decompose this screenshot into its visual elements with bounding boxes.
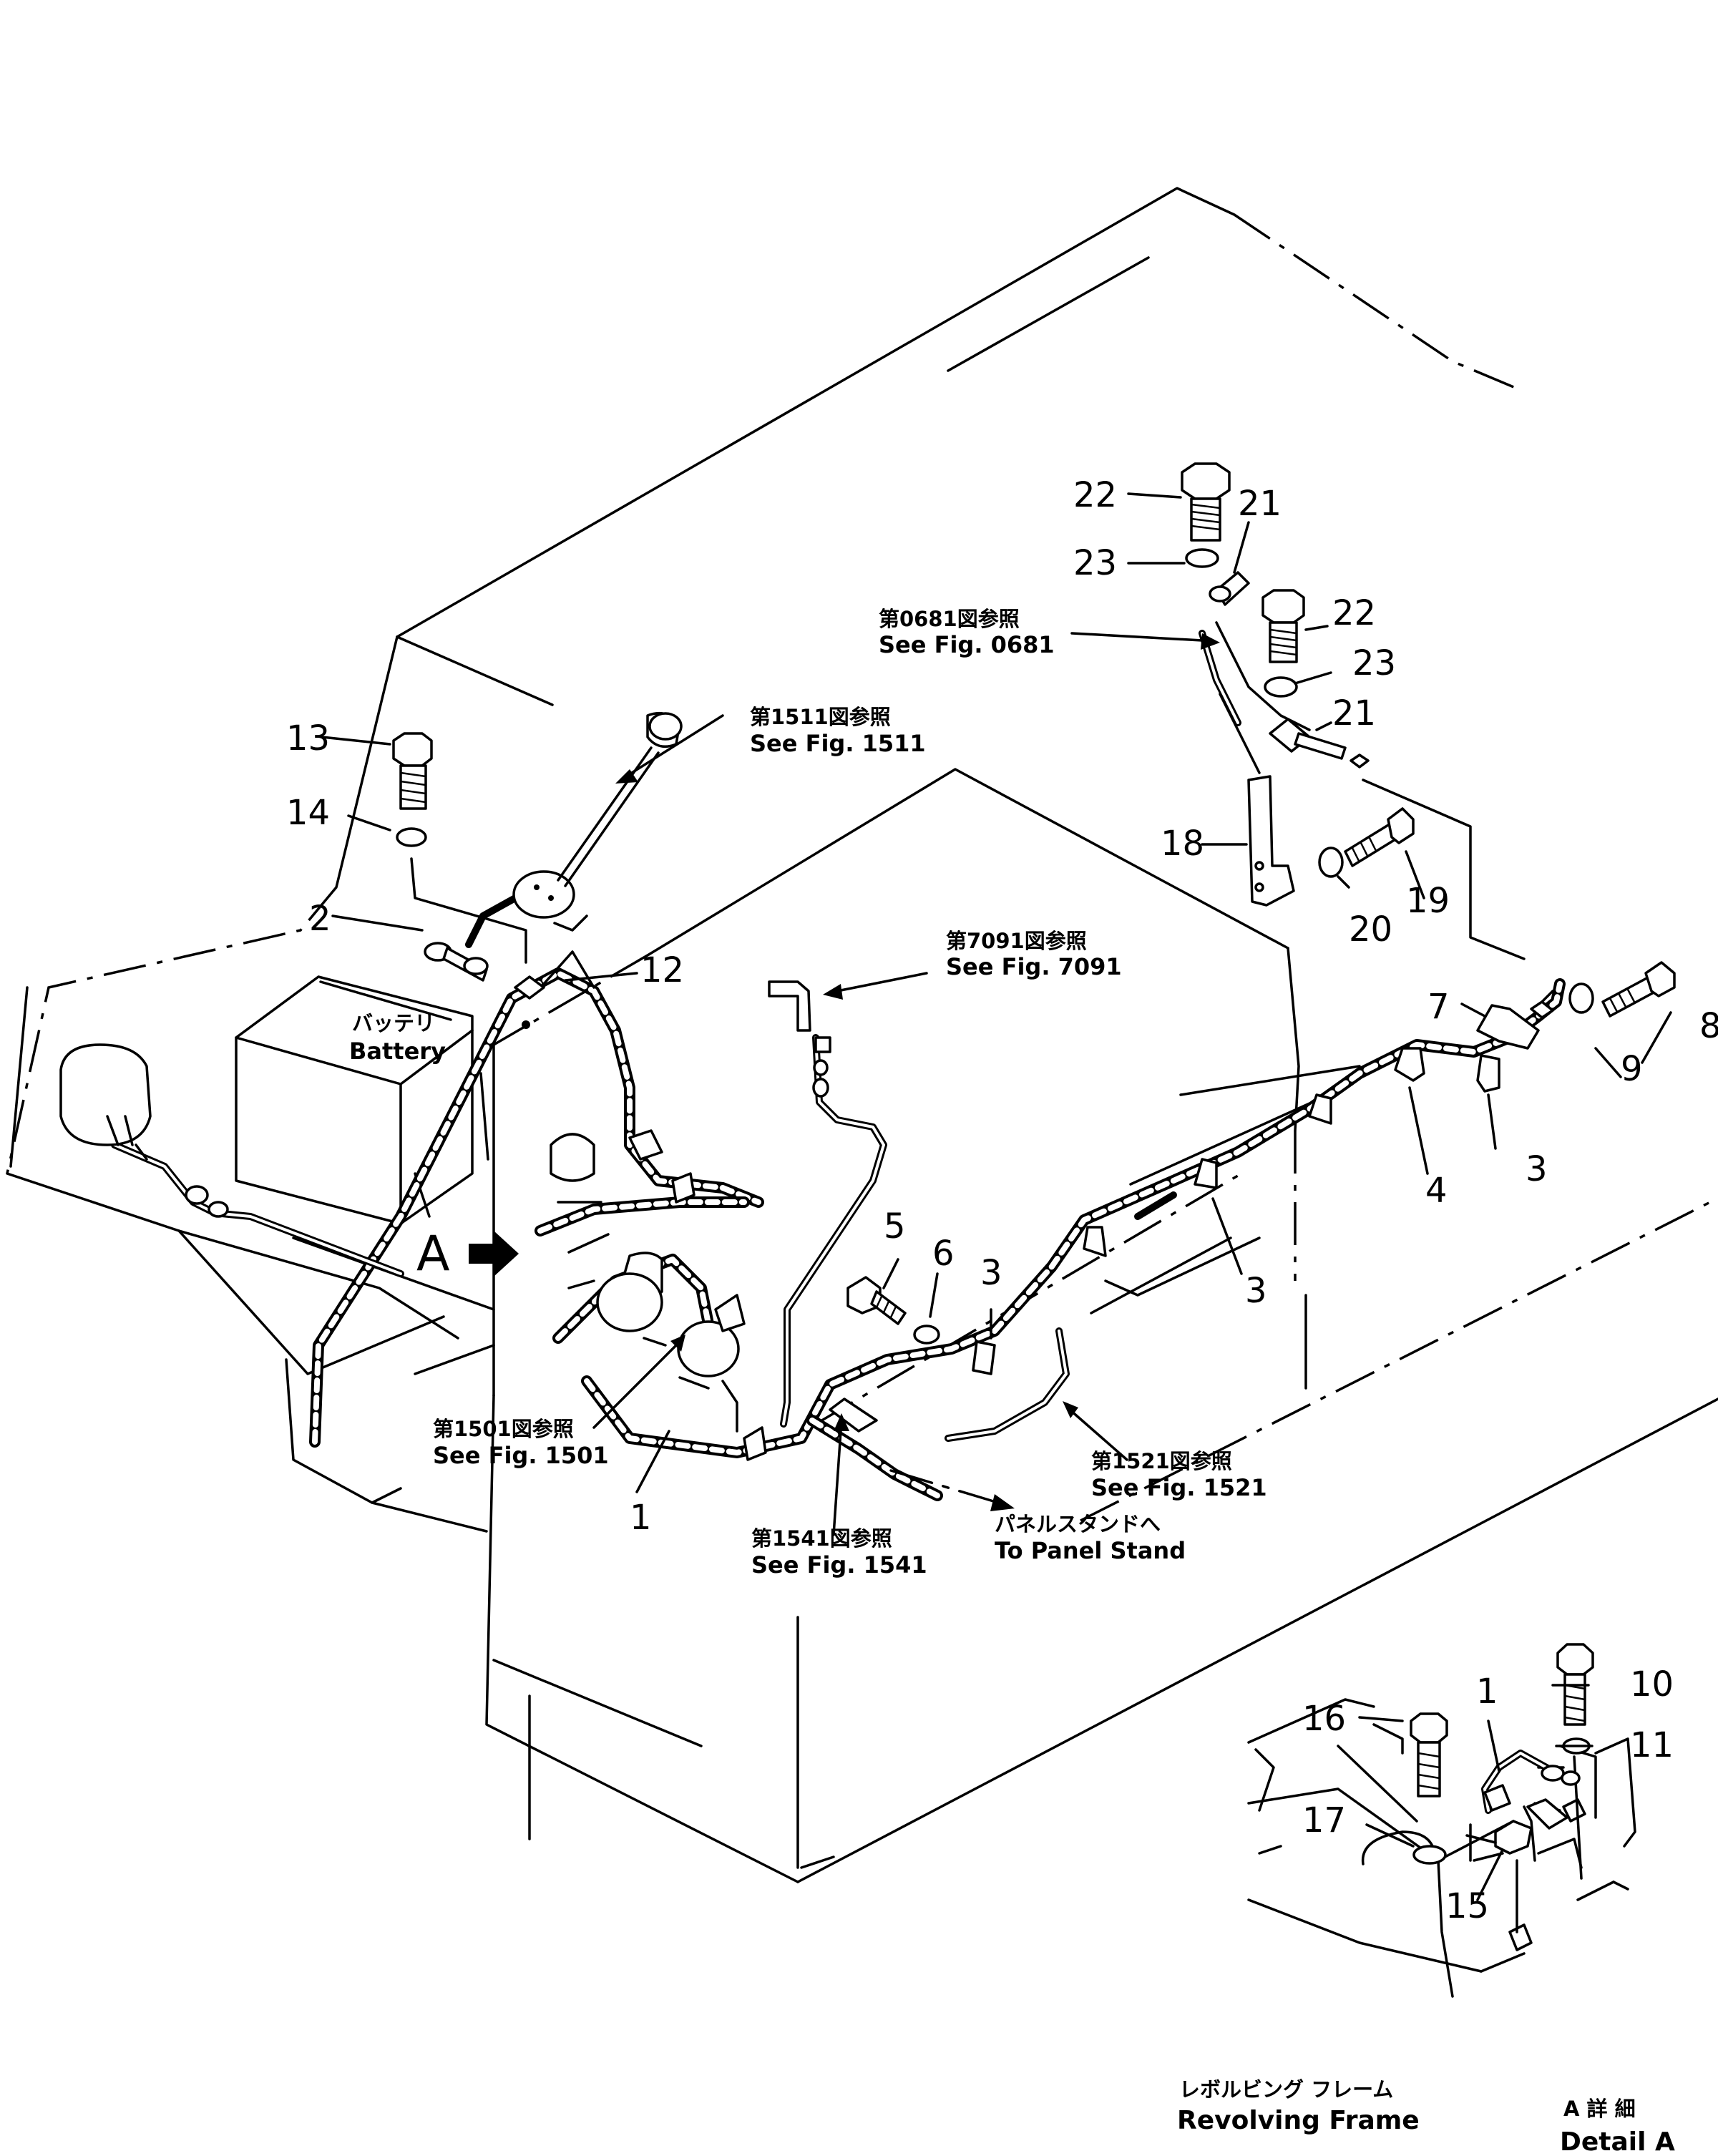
- leader-lines: [321, 492, 1672, 1901]
- bracket-18: [1247, 775, 1295, 907]
- ref-1521-jp: 第1521図参照: [1091, 1449, 1232, 1473]
- machine-body-outline: [6, 187, 1718, 1883]
- component-labels: バッテリ Battery パネルスタンドへ To Panel Stand レボル…: [349, 1011, 1675, 2156]
- terminal-21-second: [1269, 718, 1370, 769]
- bolt-13: [392, 732, 433, 810]
- ref-1511-en: See Fig. 1511: [750, 730, 926, 757]
- callout-20: 20: [1349, 909, 1392, 950]
- bolt-5: [846, 1276, 907, 1325]
- callout-16: 16: [1302, 1699, 1346, 1739]
- ref-1501-en: See Fig. 1501: [433, 1442, 609, 1469]
- callout-numbers: 22 23 21 22 23 21 18 19 20 7 8 9 3 4 3 3…: [286, 475, 1718, 1926]
- washer-20: [1318, 847, 1344, 878]
- fuel-sensor: [512, 711, 683, 932]
- callout-23-top: 23: [1073, 543, 1117, 583]
- washer-9: [1568, 982, 1594, 1014]
- callout-1-detail: 1: [1476, 1672, 1498, 1712]
- washer-6: [913, 1325, 940, 1345]
- callout-21-top: 21: [1238, 484, 1282, 524]
- bolt-8: [1601, 961, 1676, 1018]
- washer-23-top: [1185, 548, 1219, 568]
- callout-3-right: 3: [1526, 1149, 1548, 1189]
- terminal-2: [424, 942, 489, 982]
- callout-21-second: 21: [1332, 693, 1376, 733]
- callout-13: 13: [286, 718, 330, 758]
- ref-7091-en: See Fig. 7091: [946, 953, 1122, 980]
- callout-9: 9: [1621, 1049, 1643, 1089]
- figure-references: 第0681図参照 See Fig. 0681 第1511図参照 See Fig.…: [433, 607, 1267, 1579]
- panel-stand-label-jp: パネルスタンドへ: [995, 1512, 1161, 1536]
- callout-3-mid: 3: [1245, 1271, 1267, 1311]
- callout-5: 5: [884, 1206, 906, 1247]
- revolving-frame-label-jp: レボルビング フレーム: [1179, 2077, 1393, 2102]
- battery-label-jp: バッテリ: [352, 1011, 435, 1035]
- bracket-7: [1476, 1004, 1540, 1050]
- revolving-frame-label-en: Revolving Frame: [1177, 2106, 1420, 2135]
- ref-7091-jp: 第7091図参照: [946, 929, 1087, 953]
- callout-22-second: 22: [1332, 593, 1376, 633]
- clamp-3-left: [1083, 1226, 1107, 1257]
- ref-1521-en: See Fig. 1521: [1091, 1474, 1267, 1501]
- harness-components: [550, 980, 1554, 1461]
- ref-1541-en: See Fig. 1541: [751, 1551, 927, 1579]
- callout-22-top: 22: [1073, 475, 1117, 515]
- ref-1511-jp: 第1511図参照: [750, 705, 891, 729]
- ref-0681-jp: 第0681図参照: [879, 607, 1020, 631]
- ref-1501-jp: 第1501図参照: [433, 1417, 574, 1441]
- callout-15: 15: [1445, 1886, 1489, 1926]
- callout-11: 11: [1630, 1725, 1674, 1765]
- clamp-3-right: [1476, 1054, 1500, 1093]
- callout-12: 12: [640, 950, 684, 990]
- battery-label-en: Battery: [349, 1038, 446, 1065]
- detail-a-inset: [1247, 1643, 1636, 1998]
- callout-18: 18: [1161, 824, 1204, 864]
- callout-17: 17: [1302, 1800, 1346, 1840]
- bolt-22-top: [1181, 462, 1231, 542]
- view-a-arrow: [469, 1231, 519, 1277]
- view-a-label: A: [416, 1226, 450, 1282]
- detail-a-label-en: Detail A: [1560, 2127, 1675, 2156]
- clamp-4: [1394, 1047, 1425, 1082]
- callout-14: 14: [286, 793, 330, 833]
- work-lamp: [59, 1043, 229, 1218]
- bolt-19: [1344, 807, 1415, 867]
- callout-10: 10: [1630, 1664, 1674, 1704]
- callout-1: 1: [630, 1498, 652, 1538]
- ref-1541-jp: 第1541図参照: [751, 1526, 892, 1551]
- washer-14: [396, 827, 427, 847]
- callout-4: 4: [1425, 1171, 1448, 1211]
- detail-a-label-jp: A 詳 細: [1563, 2097, 1636, 2121]
- parts-hardware: [59, 462, 1676, 1461]
- washer-23-second: [1264, 676, 1298, 698]
- callout-8: 8: [1699, 1006, 1718, 1046]
- clamp-3-mid: [1194, 1158, 1218, 1189]
- callout-19: 19: [1406, 881, 1450, 921]
- callout-23-second: 23: [1352, 643, 1396, 683]
- main-wiring-harness: [111, 621, 1566, 1501]
- callout-6: 6: [932, 1234, 955, 1274]
- terminal-21-top: [1209, 571, 1250, 606]
- panel-stand-label-en: To Panel Stand: [995, 1537, 1186, 1564]
- ref-0681-en: See Fig. 0681: [879, 631, 1055, 658]
- callout-7: 7: [1427, 987, 1450, 1027]
- bolt-22-second: [1261, 589, 1305, 663]
- callout-2: 2: [309, 899, 331, 939]
- callout-3-left: 3: [980, 1253, 1002, 1293]
